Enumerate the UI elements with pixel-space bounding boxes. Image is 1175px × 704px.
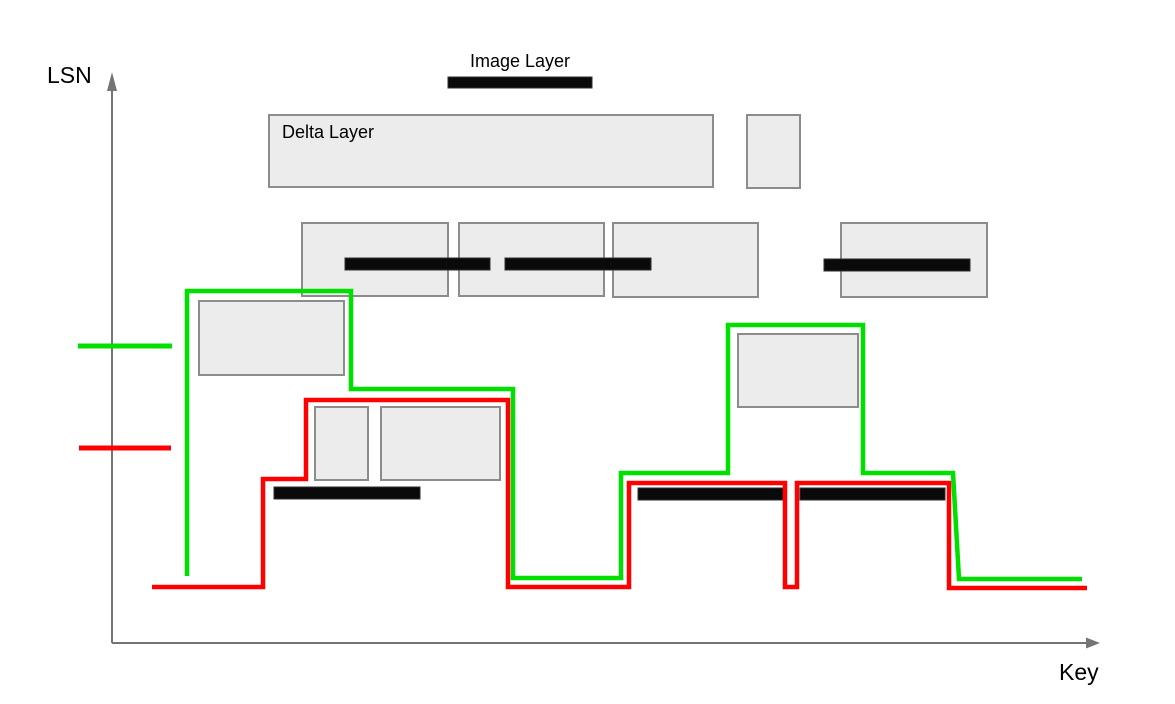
key-axis-label: Key <box>1059 659 1099 685</box>
lsn-axis-label: LSN <box>47 62 92 88</box>
delta-layer-box <box>268 114 714 188</box>
delta-layer-box <box>746 114 801 189</box>
image-layer-bar <box>823 258 971 272</box>
image-layer-legend-bar <box>447 76 593 89</box>
image-layer-bar <box>273 486 421 500</box>
image-layer-bar <box>637 487 784 501</box>
image-layer-bar <box>344 257 491 271</box>
delta-layer-box <box>314 406 369 481</box>
delta-layer-box <box>380 406 501 481</box>
image-layer-bar <box>504 257 652 271</box>
red-step-line <box>152 397 1087 591</box>
lsn-axis-arrowhead <box>107 72 117 91</box>
image-layer-label: Image Layer <box>469 51 571 71</box>
image-layer-bar <box>799 487 946 501</box>
delta-layer-label: Delta Layer <box>282 122 375 142</box>
delta-layer-box <box>198 300 345 376</box>
key-axis-arrowhead <box>1086 637 1100 649</box>
delta-layer-box <box>737 333 859 408</box>
green-step-line <box>184 288 1082 582</box>
